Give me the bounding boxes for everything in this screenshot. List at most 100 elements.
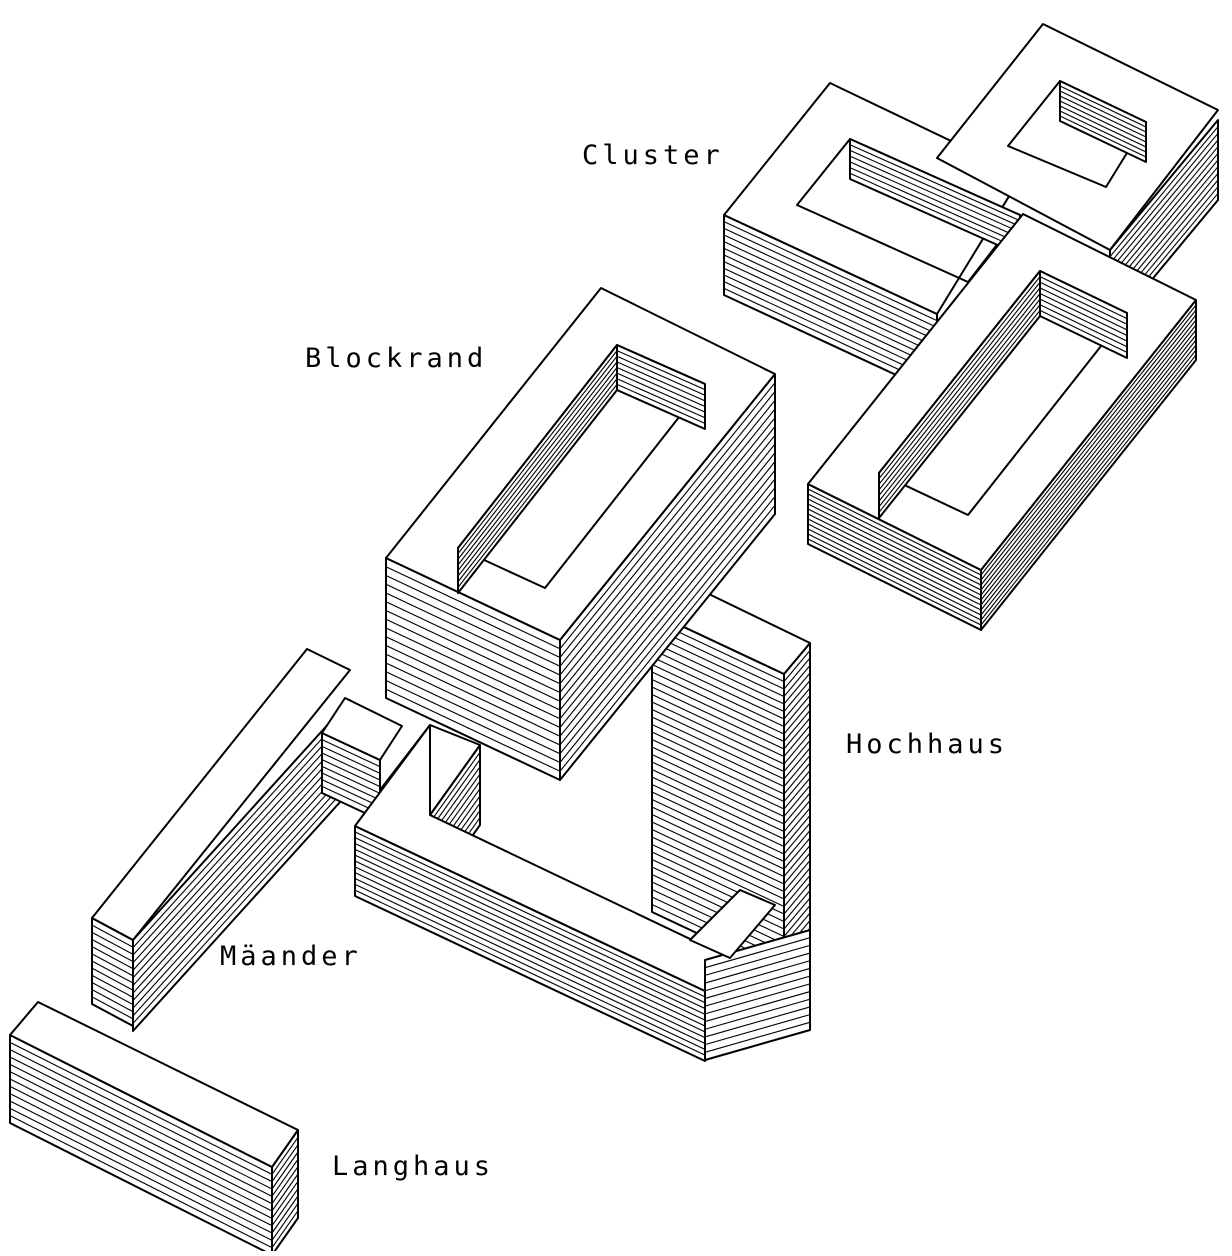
- floor-line: [723, 281, 938, 382]
- floor-line: [878, 281, 1041, 485]
- floor-line: [1039, 287, 1128, 331]
- roof-face: [689, 889, 776, 959]
- floor-line: [132, 752, 351, 994]
- floor-line: [616, 350, 706, 391]
- floor-line: [354, 883, 706, 1050]
- floor-line: [321, 759, 381, 788]
- floor-line: [271, 1137, 299, 1175]
- floor-line: [385, 618, 561, 702]
- floor-line: [385, 601, 561, 685]
- floor-line: [271, 1159, 299, 1197]
- floor-line: [704, 967, 811, 999]
- floor-line: [704, 1014, 811, 1046]
- floor-line: [385, 610, 561, 693]
- floor-line: [783, 807, 811, 840]
- floor-line: [783, 845, 811, 877]
- floor-line: [271, 1203, 299, 1241]
- floor-line: [807, 488, 982, 576]
- floor-line: [1039, 276, 1128, 320]
- floor-line: [559, 452, 776, 720]
- label-hochhaus: Hochhaus: [846, 729, 1009, 760]
- floor-line: [807, 528, 982, 616]
- floor-line: [651, 844, 785, 907]
- floor-line: [783, 770, 811, 802]
- floor-line: [354, 843, 706, 1009]
- floor-line: [783, 792, 811, 825]
- floor-line: [9, 1049, 273, 1183]
- floor-line: [457, 378, 618, 583]
- floor-line: [9, 1078, 273, 1212]
- floor-line: [271, 1188, 299, 1226]
- floor-line: [651, 791, 785, 855]
- floor-line: [132, 714, 351, 956]
- floor-line: [91, 924, 134, 948]
- floor-line: [91, 931, 134, 955]
- floor-line: [704, 975, 811, 1007]
- floor-line: [723, 227, 938, 328]
- floor-line: [651, 731, 785, 795]
- floor-line: [651, 806, 785, 870]
- floor-line: [354, 860, 706, 1027]
- floor-line: [783, 695, 811, 727]
- floor-line: [429, 751, 481, 823]
- floor-line: [385, 592, 561, 676]
- floor-line: [9, 1107, 273, 1241]
- floor-line: [980, 354, 1197, 626]
- floor-line: [878, 293, 1041, 496]
- floor-line: [807, 508, 982, 596]
- floor-line: [321, 765, 381, 794]
- floor-line: [385, 566, 561, 650]
- floor-line: [783, 702, 811, 735]
- floor-line: [271, 1195, 299, 1234]
- floor-line: [807, 503, 982, 591]
- floor-line: [980, 334, 1197, 606]
- floor-line: [783, 800, 811, 832]
- floor-line: [91, 982, 134, 1005]
- label-maeander: Mäander: [220, 941, 362, 972]
- floor-line: [651, 769, 785, 832]
- floor-line: [354, 866, 706, 1033]
- floor-line: [704, 1006, 811, 1038]
- floor-line: [783, 852, 811, 885]
- floor-line: [457, 355, 618, 560]
- floor-line: [616, 372, 706, 413]
- floor-line: [651, 664, 785, 727]
- floor-line: [783, 657, 811, 690]
- floor-line: [651, 649, 785, 712]
- floor-line: [783, 785, 811, 817]
- floor-line: [651, 716, 785, 780]
- floor-line: [354, 854, 706, 1021]
- floor-line: [783, 830, 811, 862]
- floor-line: [132, 767, 351, 1009]
- floor-line: [651, 829, 785, 892]
- floor-line: [1039, 281, 1128, 325]
- floor-line: [723, 274, 938, 375]
- floor-line: [354, 831, 706, 998]
- floor-line: [354, 848, 706, 1015]
- floor-line: [651, 701, 785, 765]
- floor-line: [807, 538, 982, 626]
- floor-line: [1039, 298, 1128, 342]
- floor-line: [1109, 132, 1219, 264]
- floor-line: [783, 680, 811, 712]
- floor-line: [849, 172, 1021, 250]
- floor-line: [559, 478, 776, 746]
- floor-line: [9, 1100, 273, 1234]
- floor-line: [457, 367, 618, 571]
- label-blockrand: Blockrand: [305, 343, 488, 374]
- floor-line: [271, 1166, 299, 1204]
- floor-line: [91, 960, 134, 984]
- floor-line: [1109, 126, 1219, 258]
- floor-line: [651, 709, 785, 772]
- floor-line: [723, 247, 938, 348]
- floor-line: [385, 662, 561, 746]
- floor-line: [616, 383, 706, 424]
- floor-line: [783, 755, 811, 787]
- floor-line: [321, 745, 381, 774]
- floor-line: [559, 382, 776, 650]
- floor-line: [354, 878, 706, 1044]
- floor-line: [807, 498, 982, 586]
- floor-line: [1059, 90, 1147, 133]
